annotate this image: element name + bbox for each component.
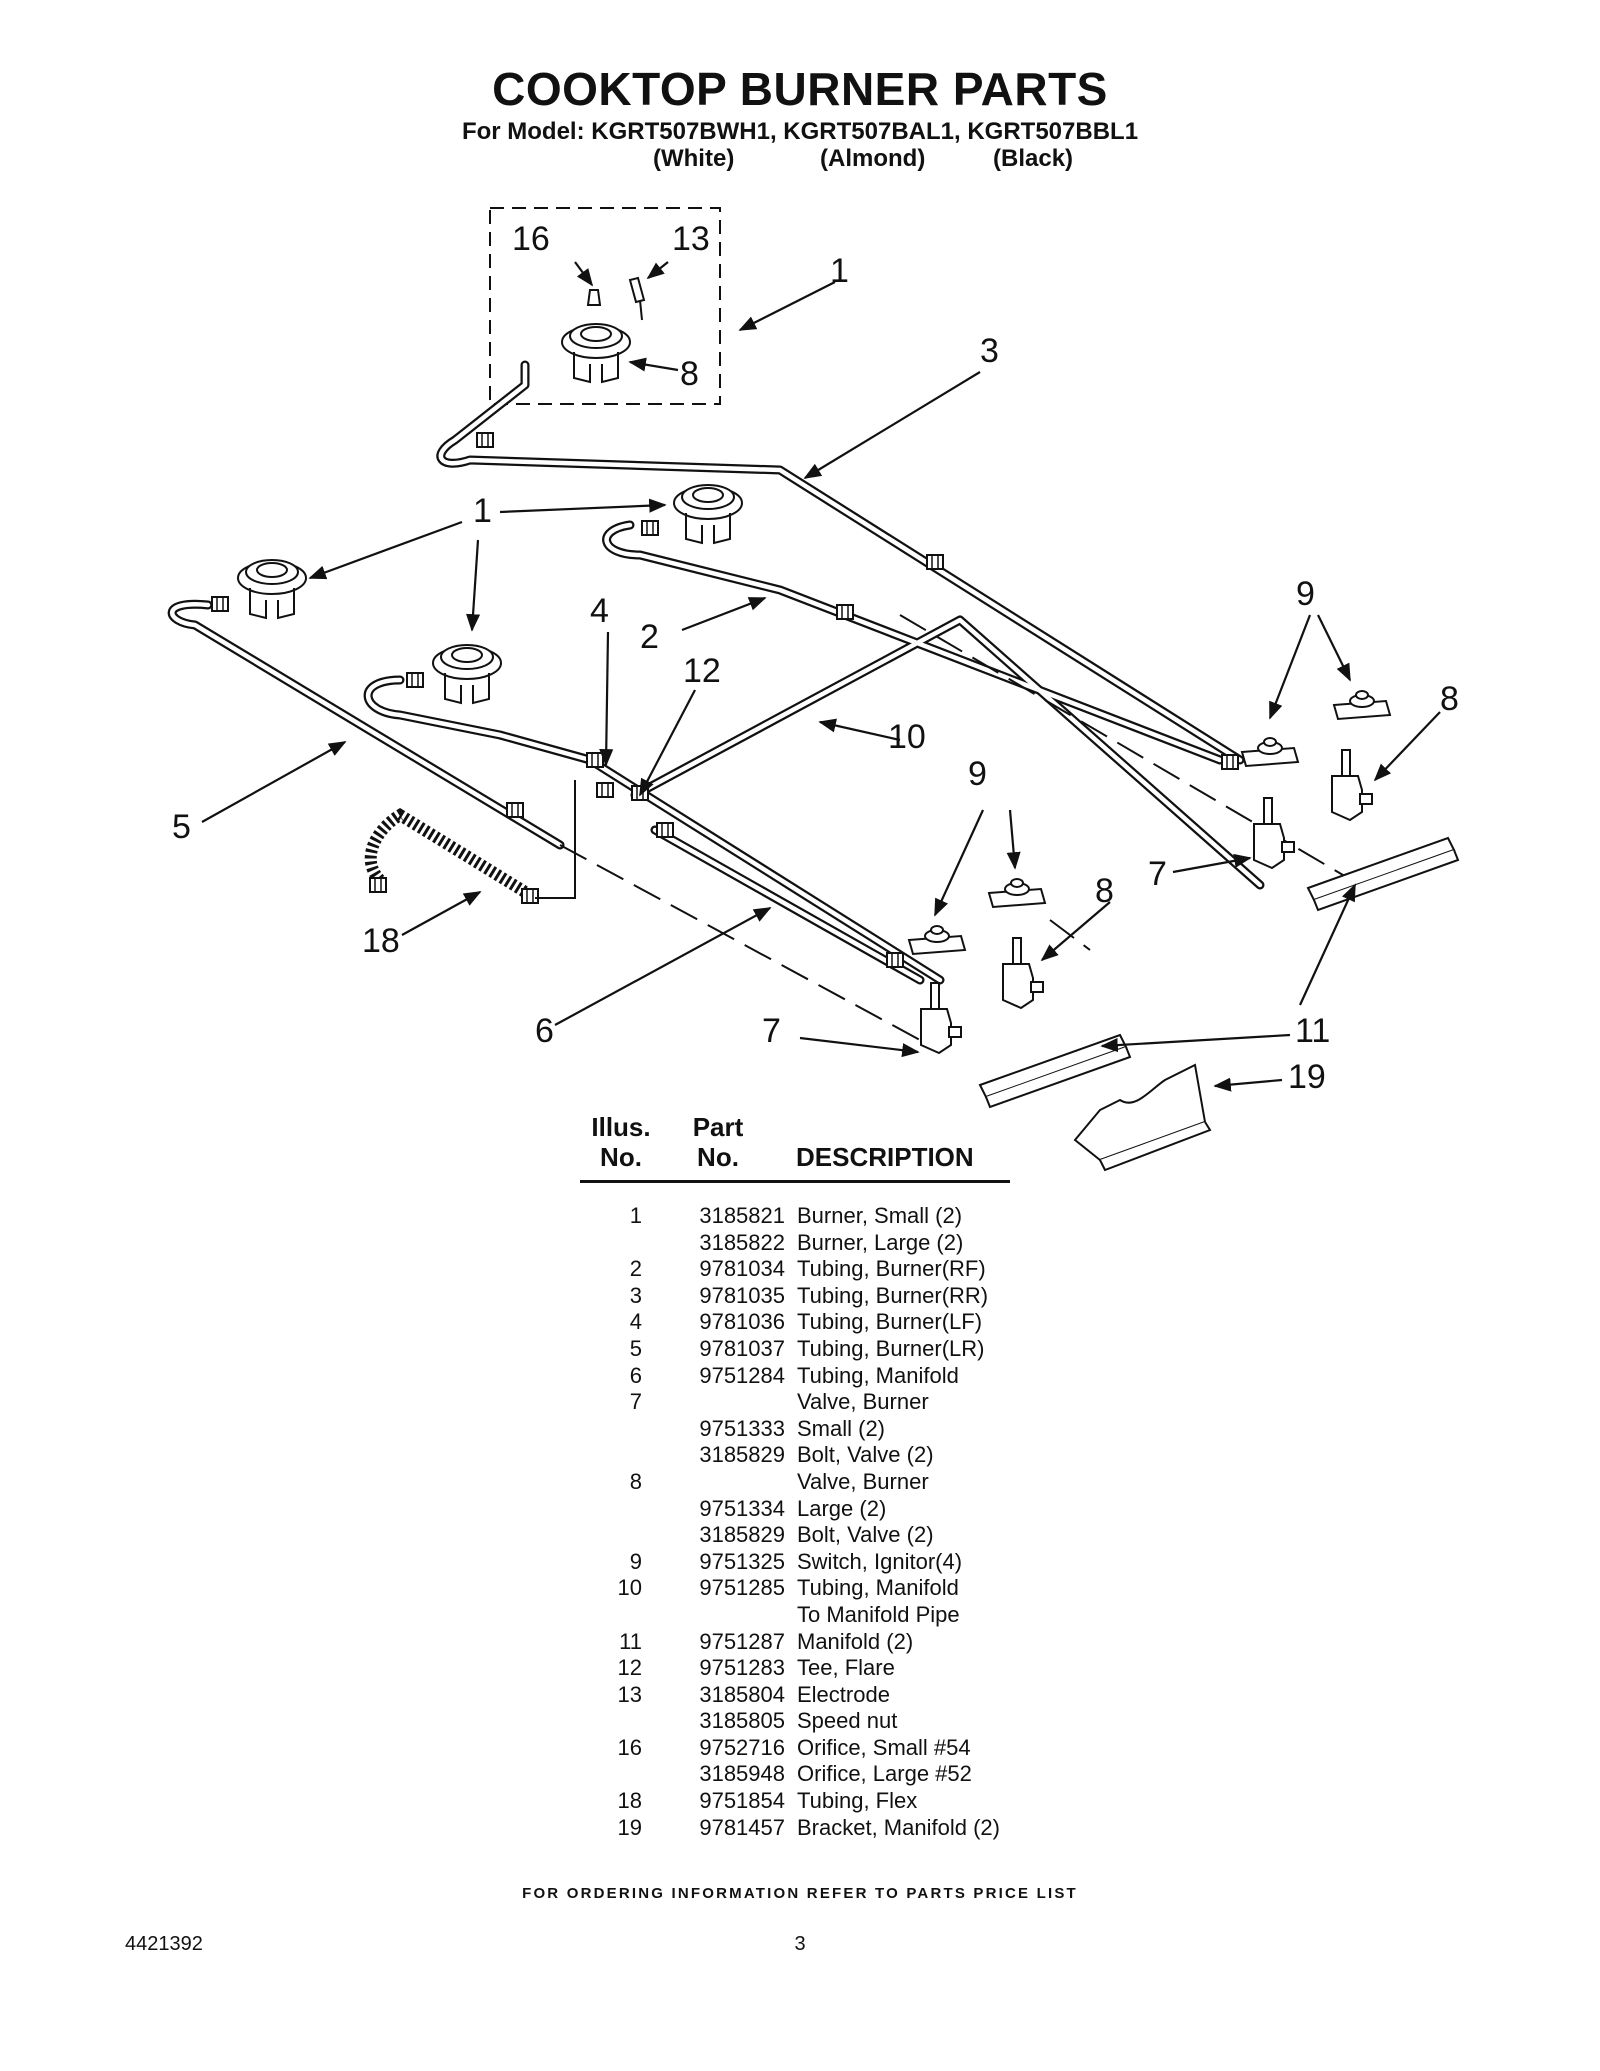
part-no-cell: 9751325 — [699, 1548, 785, 1574]
description-cell: Speed nut — [797, 1708, 898, 1734]
description-cell: Tee, Flare — [797, 1655, 895, 1681]
part-no-cell: 9781034 — [699, 1256, 785, 1282]
callout-9: 9 — [968, 755, 987, 793]
exploded-parts-diagram: 16 13 1 8 3 1 9 4 2 8 12 10 5 9 7 8 18 6… — [167, 207, 1459, 1172]
description-cell: Burner, Small (2) — [797, 1203, 963, 1228]
illus-no-cell: 7 — [629, 1389, 642, 1415]
part-no-cell: 9751334 — [699, 1495, 785, 1521]
description-cell: Bracket, Manifold (2) — [797, 1814, 1000, 1840]
header-part: Part No. — [692, 1112, 744, 1172]
description-cell: Tubing, Burner(RF) — [797, 1256, 986, 1282]
illus-no-cell: 6 — [629, 1362, 642, 1388]
description-cell: Tubing, Burner(LF) — [797, 1309, 983, 1335]
description-cell: Tubing, Manifold — [797, 1575, 959, 1601]
callout-1: 1 — [830, 252, 849, 290]
part-no-cell: 3185805 — [699, 1708, 785, 1734]
illus-no-cell: 5 — [629, 1335, 642, 1361]
description-cell: Small (2) — [797, 1415, 886, 1441]
illus-no-cell: 11 — [619, 1628, 642, 1654]
illus-no-cell: 4 — [629, 1309, 642, 1335]
description-cell: Manifold (2) — [797, 1628, 914, 1654]
part-no-cell: 3185948 — [699, 1761, 785, 1787]
part-no-cell: 3185829 — [699, 1522, 785, 1548]
part-no-cell: 9781457 — [699, 1814, 785, 1840]
callout-13: 13 — [672, 220, 710, 258]
color-almond: (Almond) — [820, 145, 926, 172]
illus-no-cell: 16 — [617, 1734, 642, 1760]
description-cell: Valve, Burner — [797, 1389, 929, 1415]
description-cell: Bolt, Valve (2) — [797, 1442, 934, 1468]
callout-2: 2 — [640, 618, 659, 656]
page-number: 3 — [794, 1933, 806, 1955]
illus-no-cell: 19 — [617, 1814, 642, 1840]
part-no-cell: 3185822 — [699, 1229, 785, 1255]
callout-8: 8 — [680, 355, 699, 393]
description-cell: Tubing, Burner(RR) — [797, 1282, 989, 1308]
callout-12: 12 — [683, 652, 721, 690]
part-no-cell: 9751284 — [699, 1362, 785, 1388]
part-no-cell: 3185821 — [699, 1203, 785, 1228]
header-description: DESCRIPTION — [796, 1142, 974, 1172]
description-cell: Valve, Burner — [797, 1468, 929, 1494]
callout-18: 18 — [362, 922, 400, 960]
callout-6: 6 — [535, 1012, 554, 1050]
model-list: For Model: KGRT507BWH1, KGRT507BAL1, KGR… — [461, 118, 1139, 145]
description-cell: Orifice, Small #54 — [797, 1734, 971, 1760]
callout-16: 16 — [512, 220, 550, 258]
description-cell: Tubing, Flex — [797, 1788, 918, 1814]
part-no-cell: 9751333 — [699, 1415, 785, 1441]
illus-no-cell: 10 — [617, 1575, 642, 1601]
illus-no-cell: 2 — [629, 1256, 642, 1282]
part-no-cell: 9751287 — [699, 1628, 785, 1654]
part-no-cell: 9781035 — [699, 1282, 785, 1308]
callout-7: 7 — [762, 1012, 781, 1050]
ordering-note: FOR ORDERING INFORMATION REFER TO PARTS … — [522, 1885, 1078, 1902]
part-no-cell: 3185804 — [699, 1681, 785, 1707]
illus-no-cell: 9 — [629, 1548, 642, 1574]
illus-no-cell: 18 — [617, 1788, 642, 1814]
part-no-cell: 9781036 — [699, 1309, 785, 1335]
description-cell: Tubing, Manifold — [797, 1362, 959, 1388]
part-no-cell: 9751285 — [699, 1575, 785, 1601]
description-cell: To Manifold Pipe — [797, 1601, 960, 1627]
callout-8: 8 — [1095, 872, 1114, 910]
description-cell: Large (2) — [797, 1495, 887, 1521]
callout-7: 7 — [1148, 855, 1167, 893]
color-white: (White) — [653, 145, 735, 172]
callout-1: 1 — [473, 492, 492, 530]
callout-8: 8 — [1440, 680, 1459, 718]
illus-no-cell: 12 — [617, 1655, 642, 1681]
callout-19: 19 — [1288, 1058, 1326, 1096]
description-cell: Bolt, Valve (2) — [797, 1522, 934, 1548]
part-no-cell: 9751854 — [699, 1788, 785, 1814]
part-no-cell: 9781037 — [699, 1335, 785, 1361]
page-title: COOKTOP BURNER PARTS — [492, 63, 1108, 115]
illus-no-cell: 3 — [629, 1282, 642, 1308]
callout-11: 11 — [1295, 1012, 1330, 1050]
callout-10: 10 — [888, 718, 926, 756]
illus-no-cell: 1 — [629, 1203, 642, 1228]
part-no-cell: 9751283 — [699, 1655, 785, 1681]
description-cell: Burner, Large (2) — [797, 1229, 964, 1255]
illus-no-cell: 13 — [617, 1681, 642, 1707]
description-cell: Orifice, Large #52 — [797, 1761, 972, 1787]
callout-9: 9 — [1296, 575, 1315, 613]
part-no-cell: 9752716 — [699, 1734, 785, 1760]
document-number: 4421392 — [125, 1933, 203, 1955]
description-cell: Switch, Ignitor(4) — [797, 1548, 963, 1574]
header-rule — [580, 1180, 1010, 1183]
color-black: (Black) — [993, 145, 1074, 172]
callout-3: 3 — [980, 332, 999, 370]
description-cell: Electrode — [797, 1681, 890, 1707]
callout-5: 5 — [172, 808, 191, 846]
description-cell: Tubing, Burner(LR) — [797, 1335, 985, 1361]
illus-no-cell: 8 — [629, 1468, 642, 1494]
part-no-cell: 3185829 — [699, 1442, 785, 1468]
header-illus: Illus. No. — [591, 1112, 651, 1172]
callout-4: 4 — [590, 592, 609, 630]
